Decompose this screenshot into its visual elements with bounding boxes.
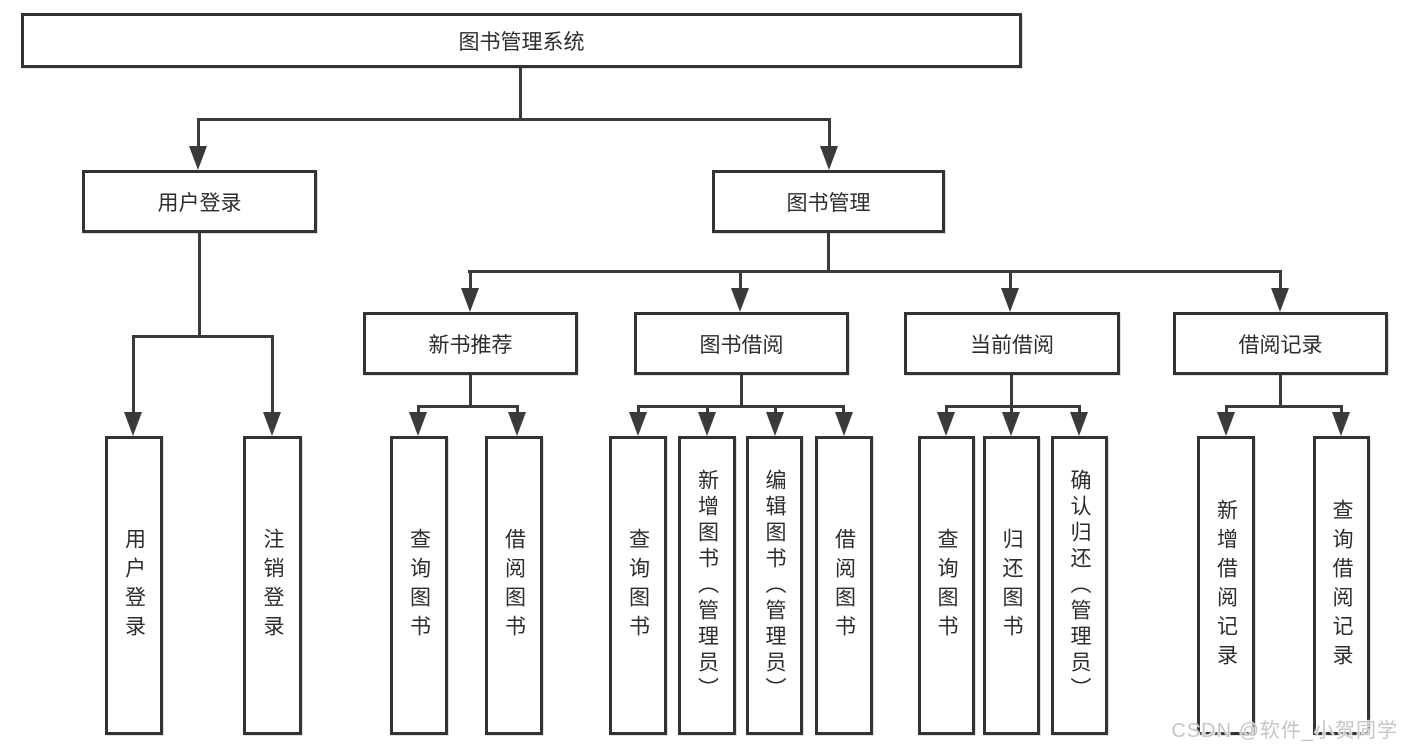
- arrow-down-icon: [629, 412, 647, 436]
- connector-line: [469, 270, 472, 294]
- connector-line: [468, 270, 1282, 273]
- node-label: 查询图书: [407, 527, 431, 644]
- connector-line: [132, 335, 135, 420]
- node-label: 图书借阅: [699, 333, 784, 357]
- connector-line: [740, 375, 743, 405]
- connector-line: [1078, 405, 1081, 417]
- connector-line: [417, 405, 519, 408]
- node-label: 图书管理系统: [458, 30, 585, 54]
- connector-line: [1010, 375, 1013, 405]
- node-label: 用户登录: [122, 527, 146, 644]
- connector-line: [1225, 405, 1228, 417]
- connector-line: [828, 118, 831, 152]
- node-label: 注销登录: [261, 527, 284, 644]
- connector-line: [1009, 270, 1012, 294]
- node-current-borrow: 当前借阅: [904, 312, 1120, 375]
- node-label: 图书管理: [786, 191, 871, 215]
- node-label: 查询图书: [935, 527, 958, 644]
- leaf-user-login: 用户登录: [105, 436, 163, 735]
- arrow-down-icon: [263, 412, 281, 436]
- node-user-login: 用户登录: [82, 170, 317, 233]
- node-label: 当前借阅: [970, 333, 1054, 357]
- node-label: 新书推荐: [428, 333, 513, 357]
- connector-line: [469, 375, 472, 405]
- node-new-book-recommend: 新书推荐: [363, 312, 578, 375]
- connector-line: [197, 118, 831, 121]
- arrow-down-icon: [124, 412, 142, 436]
- arrow-down-icon: [937, 412, 955, 436]
- leaf-logout: 注销登录: [243, 436, 302, 735]
- leaf-borrow-books: 借阅图书: [815, 436, 873, 735]
- node-label: 新增图书（管理员）: [695, 468, 719, 703]
- arrow-down-icon: [731, 288, 749, 312]
- node-book-management: 图书管理: [712, 170, 945, 233]
- arrow-down-icon: [1332, 412, 1350, 436]
- connector-line: [774, 405, 777, 417]
- connector-line: [197, 118, 200, 152]
- node-borrow-records: 借阅记录: [1173, 312, 1388, 375]
- arrow-down-icon: [1002, 412, 1020, 436]
- watermark: CSDN @软件_小贺同学: [1171, 720, 1398, 742]
- leaf-query-books-recommend: 查询图书: [390, 436, 448, 735]
- leaf-query-books-borrow: 查询图书: [609, 436, 667, 735]
- connector-line: [519, 68, 522, 118]
- node-label: 编辑图书（管理员）: [763, 468, 786, 703]
- leaf-add-borrow-record: 新增借阅记录: [1197, 436, 1255, 735]
- connector-line: [706, 405, 709, 417]
- arrow-down-icon: [409, 412, 427, 436]
- arrow-down-icon: [1217, 412, 1235, 436]
- connector-line: [827, 233, 830, 270]
- connector-line: [1010, 405, 1013, 417]
- leaf-query-books-current: 查询图书: [918, 436, 975, 735]
- arrow-down-icon: [508, 412, 526, 436]
- connector-line: [946, 405, 1080, 408]
- arrow-down-icon: [1271, 288, 1289, 312]
- connector-line: [637, 405, 640, 417]
- node-label: 用户登录: [157, 191, 242, 215]
- arrow-down-icon: [1070, 412, 1088, 436]
- node-label: 查询图书: [626, 527, 650, 644]
- arrow-down-icon: [766, 412, 784, 436]
- connector-line: [417, 405, 420, 417]
- node-label: 借阅图书: [502, 527, 526, 644]
- connector-line: [1225, 405, 1342, 408]
- leaf-borrow-books-recommend: 借阅图书: [485, 436, 543, 735]
- connector-line: [739, 270, 742, 294]
- node-label: 借阅图书: [832, 527, 856, 644]
- leaf-query-borrow-record: 查询借阅记录: [1313, 436, 1370, 735]
- leaf-confirm-return-admin: 确认归还（管理员）: [1051, 436, 1108, 735]
- node-label: 查询借阅记录: [1330, 498, 1353, 673]
- arrow-down-icon: [698, 412, 716, 436]
- arrow-down-icon: [820, 146, 838, 170]
- arrow-down-icon: [461, 288, 479, 312]
- connector-line: [132, 335, 273, 338]
- node-label: 新增借阅记录: [1214, 498, 1238, 673]
- node-label: 归还图书: [1000, 527, 1023, 644]
- node-book-borrow: 图书借阅: [634, 312, 849, 375]
- connector-line: [198, 233, 201, 335]
- arrow-down-icon: [189, 146, 207, 170]
- node-label: 确认归还（管理员）: [1068, 468, 1091, 703]
- connector-line: [945, 405, 948, 417]
- leaf-return-book: 归还图书: [983, 436, 1040, 735]
- arrow-down-icon: [1001, 288, 1019, 312]
- connector-line: [637, 405, 844, 408]
- node-label: 借阅记录: [1238, 333, 1323, 357]
- connector-line: [1340, 405, 1343, 417]
- node-system-root: 图书管理系统: [21, 13, 1022, 68]
- arrow-down-icon: [835, 412, 853, 436]
- connector-line: [271, 335, 274, 420]
- connector-line: [1279, 375, 1282, 405]
- leaf-edit-book-admin: 编辑图书（管理员）: [746, 436, 803, 735]
- connector-line: [516, 405, 519, 417]
- leaf-add-book-admin: 新增图书（管理员）: [678, 436, 736, 735]
- connector-line: [1279, 270, 1282, 294]
- connector-line: [842, 405, 845, 417]
